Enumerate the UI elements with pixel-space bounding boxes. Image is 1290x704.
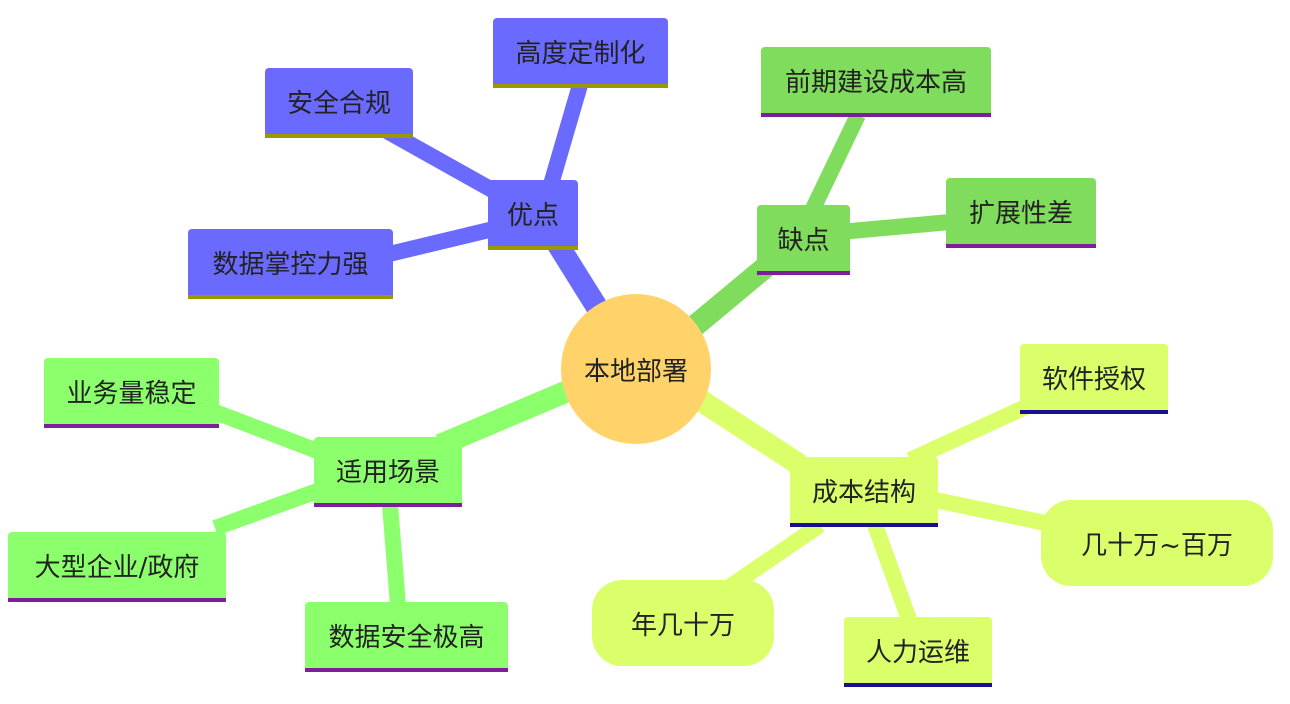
leaf-buildcost[interactable]: 前期建设成本高 bbox=[761, 47, 991, 117]
branch-disadvantages[interactable]: 缺点 bbox=[757, 205, 850, 275]
leaf-stable-label: 业务量稳定 bbox=[66, 378, 197, 409]
leaf-customize-label: 高度定制化 bbox=[515, 38, 646, 69]
leaf-price-label: 几十万~百万 bbox=[1081, 530, 1233, 561]
edge-cost-annual bbox=[720, 518, 825, 597]
leaf-security-label: 数据安全极高 bbox=[328, 622, 485, 653]
leaf-license[interactable]: 软件授权 bbox=[1020, 344, 1168, 414]
branch-advantages-label: 优点 bbox=[506, 200, 559, 231]
edge-root-cost bbox=[694, 390, 806, 475]
branch-cost[interactable]: 成本结构 bbox=[790, 457, 938, 527]
leaf-price[interactable]: 几十万~百万 bbox=[1041, 500, 1273, 586]
leaf-enterprise-label: 大型企业/政府 bbox=[34, 552, 200, 583]
leaf-compliance[interactable]: 安全合规 bbox=[265, 68, 413, 138]
leaf-enterprise[interactable]: 大型企业/政府 bbox=[8, 532, 226, 602]
leaf-compliance-label: 安全合规 bbox=[286, 88, 391, 119]
branch-scenarios[interactable]: 适用场景 bbox=[314, 437, 462, 507]
leaf-annual-label: 年几十万 bbox=[630, 610, 735, 641]
leaf-stable[interactable]: 业务量稳定 bbox=[44, 358, 219, 428]
root-label: 本地部署 bbox=[583, 356, 688, 387]
leaf-customize[interactable]: 高度定制化 bbox=[493, 18, 668, 88]
leaf-buildcost-label: 前期建设成本高 bbox=[784, 67, 967, 98]
edge-scenarios-security bbox=[382, 504, 406, 606]
edge-scenarios-stable bbox=[212, 404, 323, 460]
edge-scenarios-enterprise bbox=[212, 482, 323, 536]
leaf-datacontrol-label: 数据掌控力强 bbox=[212, 249, 369, 280]
edge-disadvantages-scalability bbox=[839, 214, 951, 240]
leaf-scalability-label: 扩展性差 bbox=[968, 198, 1073, 229]
leaf-scalability[interactable]: 扩展性差 bbox=[946, 178, 1096, 248]
leaf-license-label: 软件授权 bbox=[1041, 364, 1146, 395]
leaf-ops-label: 人力运维 bbox=[865, 637, 970, 668]
root-node[interactable]: 本地部署 bbox=[561, 294, 711, 444]
leaf-ops[interactable]: 人力运维 bbox=[844, 617, 992, 687]
leaf-annual[interactable]: 年几十万 bbox=[592, 580, 774, 666]
branch-scenarios-label: 适用场景 bbox=[335, 457, 440, 488]
edge-disadvantages-buildcost bbox=[802, 111, 866, 219]
edge-cost-price bbox=[933, 492, 1057, 533]
branch-advantages[interactable]: 优点 bbox=[488, 180, 578, 250]
branch-cost-label: 成本结构 bbox=[811, 477, 916, 508]
branch-disadvantages-label: 缺点 bbox=[777, 225, 830, 256]
edge-cost-license bbox=[906, 397, 1034, 468]
edge-cost-ops bbox=[867, 522, 918, 625]
edge-root-scenarios bbox=[435, 379, 575, 456]
leaf-datacontrol[interactable]: 数据掌控力强 bbox=[188, 229, 393, 299]
leaf-security[interactable]: 数据安全极高 bbox=[305, 602, 508, 672]
